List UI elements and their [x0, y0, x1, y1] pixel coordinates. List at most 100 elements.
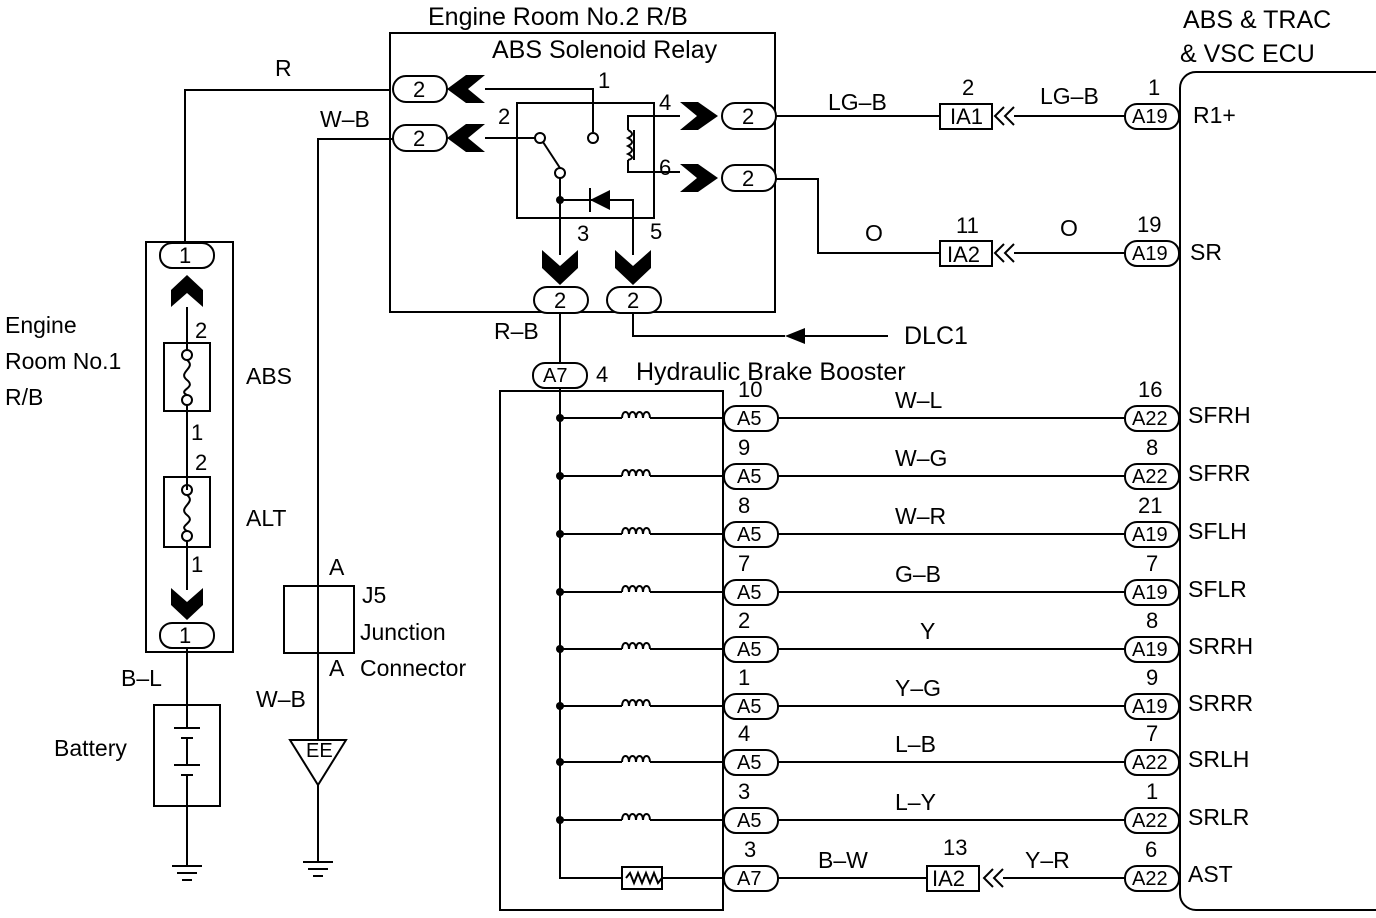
booster-row-pin: 10 — [738, 377, 762, 402]
ecu-label-line2: & VSC ECU — [1180, 40, 1315, 68]
relay-chevron-r — [447, 75, 485, 103]
ecu-row-name: SFRR — [1188, 460, 1251, 486]
relay-switch-arm — [542, 141, 561, 169]
ecu-row-pin: 21 — [1138, 493, 1162, 518]
ia2-top-pin: 11 — [956, 213, 979, 238]
wire-o-left-label: O — [865, 220, 883, 246]
relay-conn-5-pin: 2 — [627, 288, 639, 313]
booster-row-pin: 2 — [738, 608, 750, 633]
junction-pin-bottom: A — [329, 655, 345, 681]
ecu-r1-name: R1+ — [1193, 102, 1236, 128]
relay-inner-box — [516, 102, 655, 219]
wire-y-r-label: Y–R — [1025, 847, 1070, 873]
signal-wire-label: W–L — [895, 387, 943, 413]
relay-chevron-6 — [680, 164, 718, 192]
signal-wire-label: L–Y — [895, 789, 936, 815]
ecu-row-conn-label: A22 — [1132, 408, 1168, 430]
a7-top-conn-label: A7 — [543, 365, 567, 387]
ecu-row-pin: 8 — [1146, 608, 1158, 633]
ecu-row-conn — [1124, 521, 1180, 548]
engine-room-no2-rb-box — [389, 32, 776, 313]
rb1-top-pin: 1 — [179, 243, 191, 268]
ecu-row-conn — [1124, 749, 1180, 776]
wire-o — [776, 178, 940, 254]
relay-num-3: 3 — [577, 221, 589, 246]
ia1-conn — [939, 103, 993, 130]
wire-o-right-label: O — [1060, 215, 1078, 241]
ast-ecu-name: AST — [1188, 861, 1233, 887]
ecu-row-conn — [1124, 807, 1180, 834]
fuse-alt-label: ALT — [246, 505, 286, 531]
booster-row-pin: 8 — [738, 493, 750, 518]
wire-lg-b-left-label: LG–B — [828, 89, 887, 115]
fuse-alt-top-pin: 2 — [195, 450, 207, 475]
relay-coil-wire — [627, 115, 654, 173]
ecu-box — [1179, 71, 1376, 911]
ecu-row-conn-label: A19 — [1132, 639, 1168, 661]
ecu-row-name: SRLR — [1188, 804, 1249, 830]
fuse-abs-element — [183, 359, 191, 396]
wire-w-b — [317, 138, 393, 740]
fuse-alt-element — [183, 494, 191, 532]
signal-wire-label: W–G — [895, 445, 947, 471]
relay-contact-1 — [587, 132, 599, 144]
signal-wire-label: G–B — [895, 561, 941, 587]
ia2-top-conn-label: IA2 — [947, 242, 980, 267]
wire-r-label: R — [275, 55, 292, 81]
relay-diode-wire — [560, 199, 634, 255]
ia2-bottom-conn — [926, 865, 980, 892]
battery-ground — [172, 806, 202, 881]
ecu-label-line1: ABS & TRAC — [1183, 6, 1331, 34]
ecu-row-conn — [1124, 405, 1180, 432]
ecu-r1-conn-label: A19 — [1132, 106, 1168, 128]
engine-room-no2-rb-label: Engine Room No.2 R/B — [428, 3, 688, 31]
relay-contact-3 — [554, 167, 566, 179]
solenoid-coil — [621, 527, 651, 535]
booster-row-pin: 7 — [738, 551, 750, 576]
junction-connector-box — [283, 585, 355, 654]
hydraulic-brake-booster-label: Hydraulic Brake Booster — [636, 358, 906, 386]
rb1-chevron-top — [171, 275, 203, 307]
solenoid-coil — [621, 699, 651, 707]
relay-conn-4-pin: 2 — [742, 104, 754, 129]
ia2-bottom-conn-label: IA2 — [932, 866, 965, 891]
ast-ecu-conn-label: A22 — [1132, 868, 1168, 890]
relay-conn-r-pin: 2 — [413, 77, 425, 102]
solenoid-coil — [621, 469, 651, 477]
booster-row-conn-label: A5 — [737, 408, 761, 430]
dlc1-arrow — [785, 328, 805, 344]
signal-wire-label: L–B — [895, 731, 936, 757]
relay-chevron-wb — [447, 124, 485, 152]
relay-contact-2 — [534, 132, 546, 144]
ecu-row-pin: 1 — [1146, 779, 1158, 804]
junction-label-line1: Junction — [360, 619, 446, 645]
junction-label-line2: Connector — [360, 655, 466, 681]
relay-chevron-3 — [542, 250, 578, 285]
ecu-row-pin: 16 — [1138, 377, 1162, 402]
ast-booster-pin: 3 — [744, 837, 756, 862]
wire-b-l-label: B–L — [121, 665, 162, 691]
ecu-row-conn-label: A19 — [1132, 696, 1168, 718]
ecu-row-conn — [1124, 579, 1180, 606]
junction-j5-label: J5 — [362, 582, 386, 608]
dlc1-label: DLC1 — [904, 322, 968, 350]
wire-r-b-label: R–B — [494, 318, 539, 344]
ia1-pin: 2 — [962, 75, 974, 100]
ecu-row-conn-label: A22 — [1132, 466, 1168, 488]
ecu-row-name: SRLH — [1188, 746, 1249, 772]
ia1-conn-label: IA1 — [950, 104, 983, 129]
fuse-abs-bottom-terminal — [181, 394, 193, 406]
ecu-row-conn-label: A22 — [1132, 810, 1168, 832]
ecu-row-name: SFLH — [1188, 518, 1247, 544]
relay-coil — [625, 129, 633, 161]
fuse-abs-bottom-pin: 1 — [191, 420, 203, 445]
ground-ee-label: EE — [306, 740, 333, 762]
ecu-row-pin: 7 — [1146, 551, 1158, 576]
booster-row-pin: 3 — [738, 779, 750, 804]
booster-row-pin: 1 — [738, 665, 750, 690]
relay-chevron-5 — [615, 250, 651, 285]
ia2-bottom-chevron — [982, 868, 1004, 888]
ecu-r1-pin: 1 — [1148, 75, 1160, 100]
solenoid-coil — [621, 585, 651, 593]
ast-wire-left — [559, 862, 622, 879]
